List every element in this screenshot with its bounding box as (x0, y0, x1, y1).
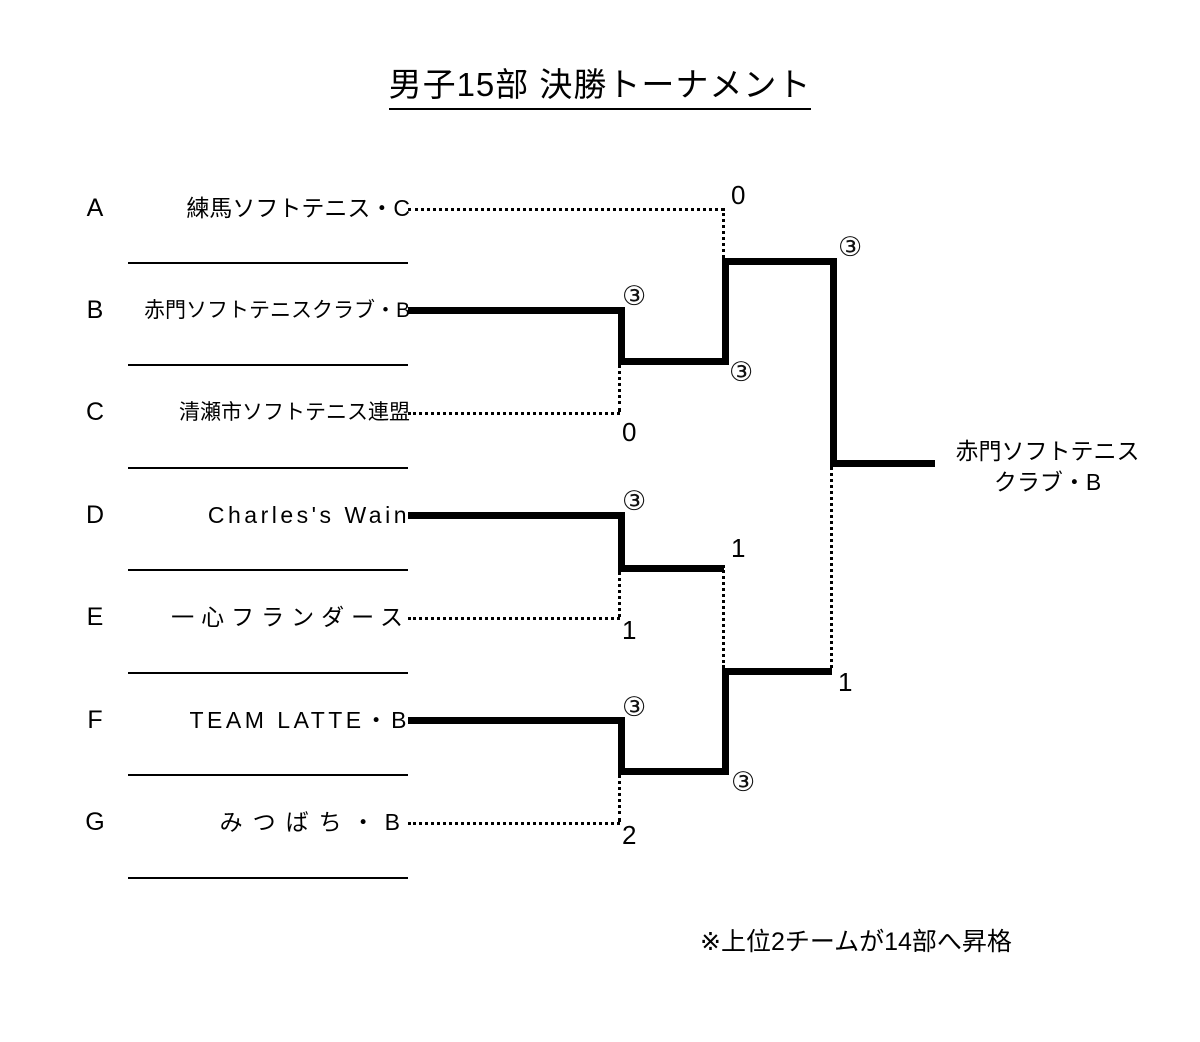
path-f-vertical (618, 717, 625, 768)
team-entry-a: 練馬ソフトテニス・C (122, 196, 410, 222)
score-upper-sf-in: ③ (729, 357, 754, 387)
score-fg-win: ③ (622, 692, 647, 722)
path-upper-semifinal-vertical (722, 258, 729, 365)
path-e-vertical (618, 565, 621, 617)
path-champion-horizontal (830, 460, 935, 467)
page-title: 男子15部 決勝トーナメント (0, 58, 1200, 110)
signature-rule-d (128, 569, 408, 571)
path-upper-semifinal-horizontal (722, 258, 832, 265)
team-name-f: TEAM LATTE・B (189, 707, 410, 733)
path-g-horizontal (408, 822, 620, 825)
signature-rule-g (128, 877, 408, 879)
seed-letter-c: C (85, 398, 105, 426)
signature-rule-f (128, 774, 408, 776)
team-entry-g: みつばち・B (122, 810, 410, 836)
score-lower-sf-win: ③ (731, 767, 756, 797)
path-d-vertical (618, 512, 625, 565)
path-b-horizontal (408, 307, 625, 314)
score-g-loss: 2 (622, 820, 637, 850)
path-c-vertical (618, 358, 621, 412)
seed-letter-g: G (85, 808, 105, 836)
path-final-vertical (830, 258, 837, 463)
seed-letter-e: E (86, 603, 104, 631)
score-final-loss: 1 (838, 667, 853, 697)
path-e-horizontal (408, 617, 620, 620)
path-de-winner-horizontal (618, 565, 724, 572)
team-entry-e: 一心フランダース (122, 605, 410, 631)
signature-rule-c (128, 467, 408, 469)
team-entry-c: 清瀬市ソフトテニス連盟 (122, 400, 410, 426)
champion-label: 赤門ソフトテニス クラブ・B (940, 436, 1155, 498)
path-f-horizontal (408, 717, 625, 724)
score-de-win: ③ (622, 486, 647, 516)
team-name-d: Charles's Wain (207, 502, 410, 528)
signature-rule-e (128, 672, 408, 674)
team-name-c: 清瀬市ソフトテニス連盟 (179, 401, 410, 424)
signature-rule-b (128, 364, 408, 366)
path-fg-winner-horizontal (618, 768, 724, 775)
promotion-note: ※上位2チームが14部へ昇格 (700, 928, 1012, 956)
seed-letter-b: B (86, 296, 104, 324)
team-entry-d: Charles's Wain (122, 503, 410, 529)
team-entry-f: TEAM LATTE・B (122, 708, 410, 734)
champion-name-line1: 赤門ソフトテニス (955, 438, 1140, 464)
score-c-loss: 0 (622, 417, 637, 447)
path-d-horizontal (408, 512, 625, 519)
path-a-vertical (722, 208, 725, 258)
team-entry-b: 赤門ソフトテニスクラブ・B (122, 298, 410, 324)
path-b-vertical (618, 307, 625, 358)
path-bc-winner-horizontal (618, 358, 724, 365)
score-bc-win: ③ (622, 281, 647, 311)
champion-name-line2: クラブ・B (993, 469, 1102, 495)
score-de-sf-loss: 1 (731, 533, 746, 563)
score-a-loss: 0 (731, 180, 746, 210)
score-e-loss: 1 (622, 615, 637, 645)
path-de-winner-lose-vertical (722, 565, 725, 668)
team-name-b: 赤門ソフトテニスクラブ・B (143, 299, 410, 322)
path-a-horizontal (408, 208, 724, 211)
path-lower-semifinal-horizontal (722, 668, 832, 675)
path-c-horizontal (408, 412, 620, 415)
score-final-win: ③ (838, 232, 863, 262)
seed-letter-f: F (87, 706, 103, 734)
team-name-g: みつばち・B (219, 809, 410, 835)
page-title-text: 男子15部 決勝トーナメント (388, 66, 812, 110)
seed-letter-a: A (86, 194, 104, 222)
team-name-a: 練馬ソフトテニス・C (186, 195, 410, 221)
team-name-e: 一心フランダース (171, 604, 410, 630)
path-g-vertical (618, 768, 621, 822)
path-lower-semifinal-vertical (722, 668, 729, 775)
path-final-loser-vertical (830, 460, 833, 668)
seed-letter-d: D (85, 501, 105, 529)
signature-rule-a (128, 262, 408, 264)
